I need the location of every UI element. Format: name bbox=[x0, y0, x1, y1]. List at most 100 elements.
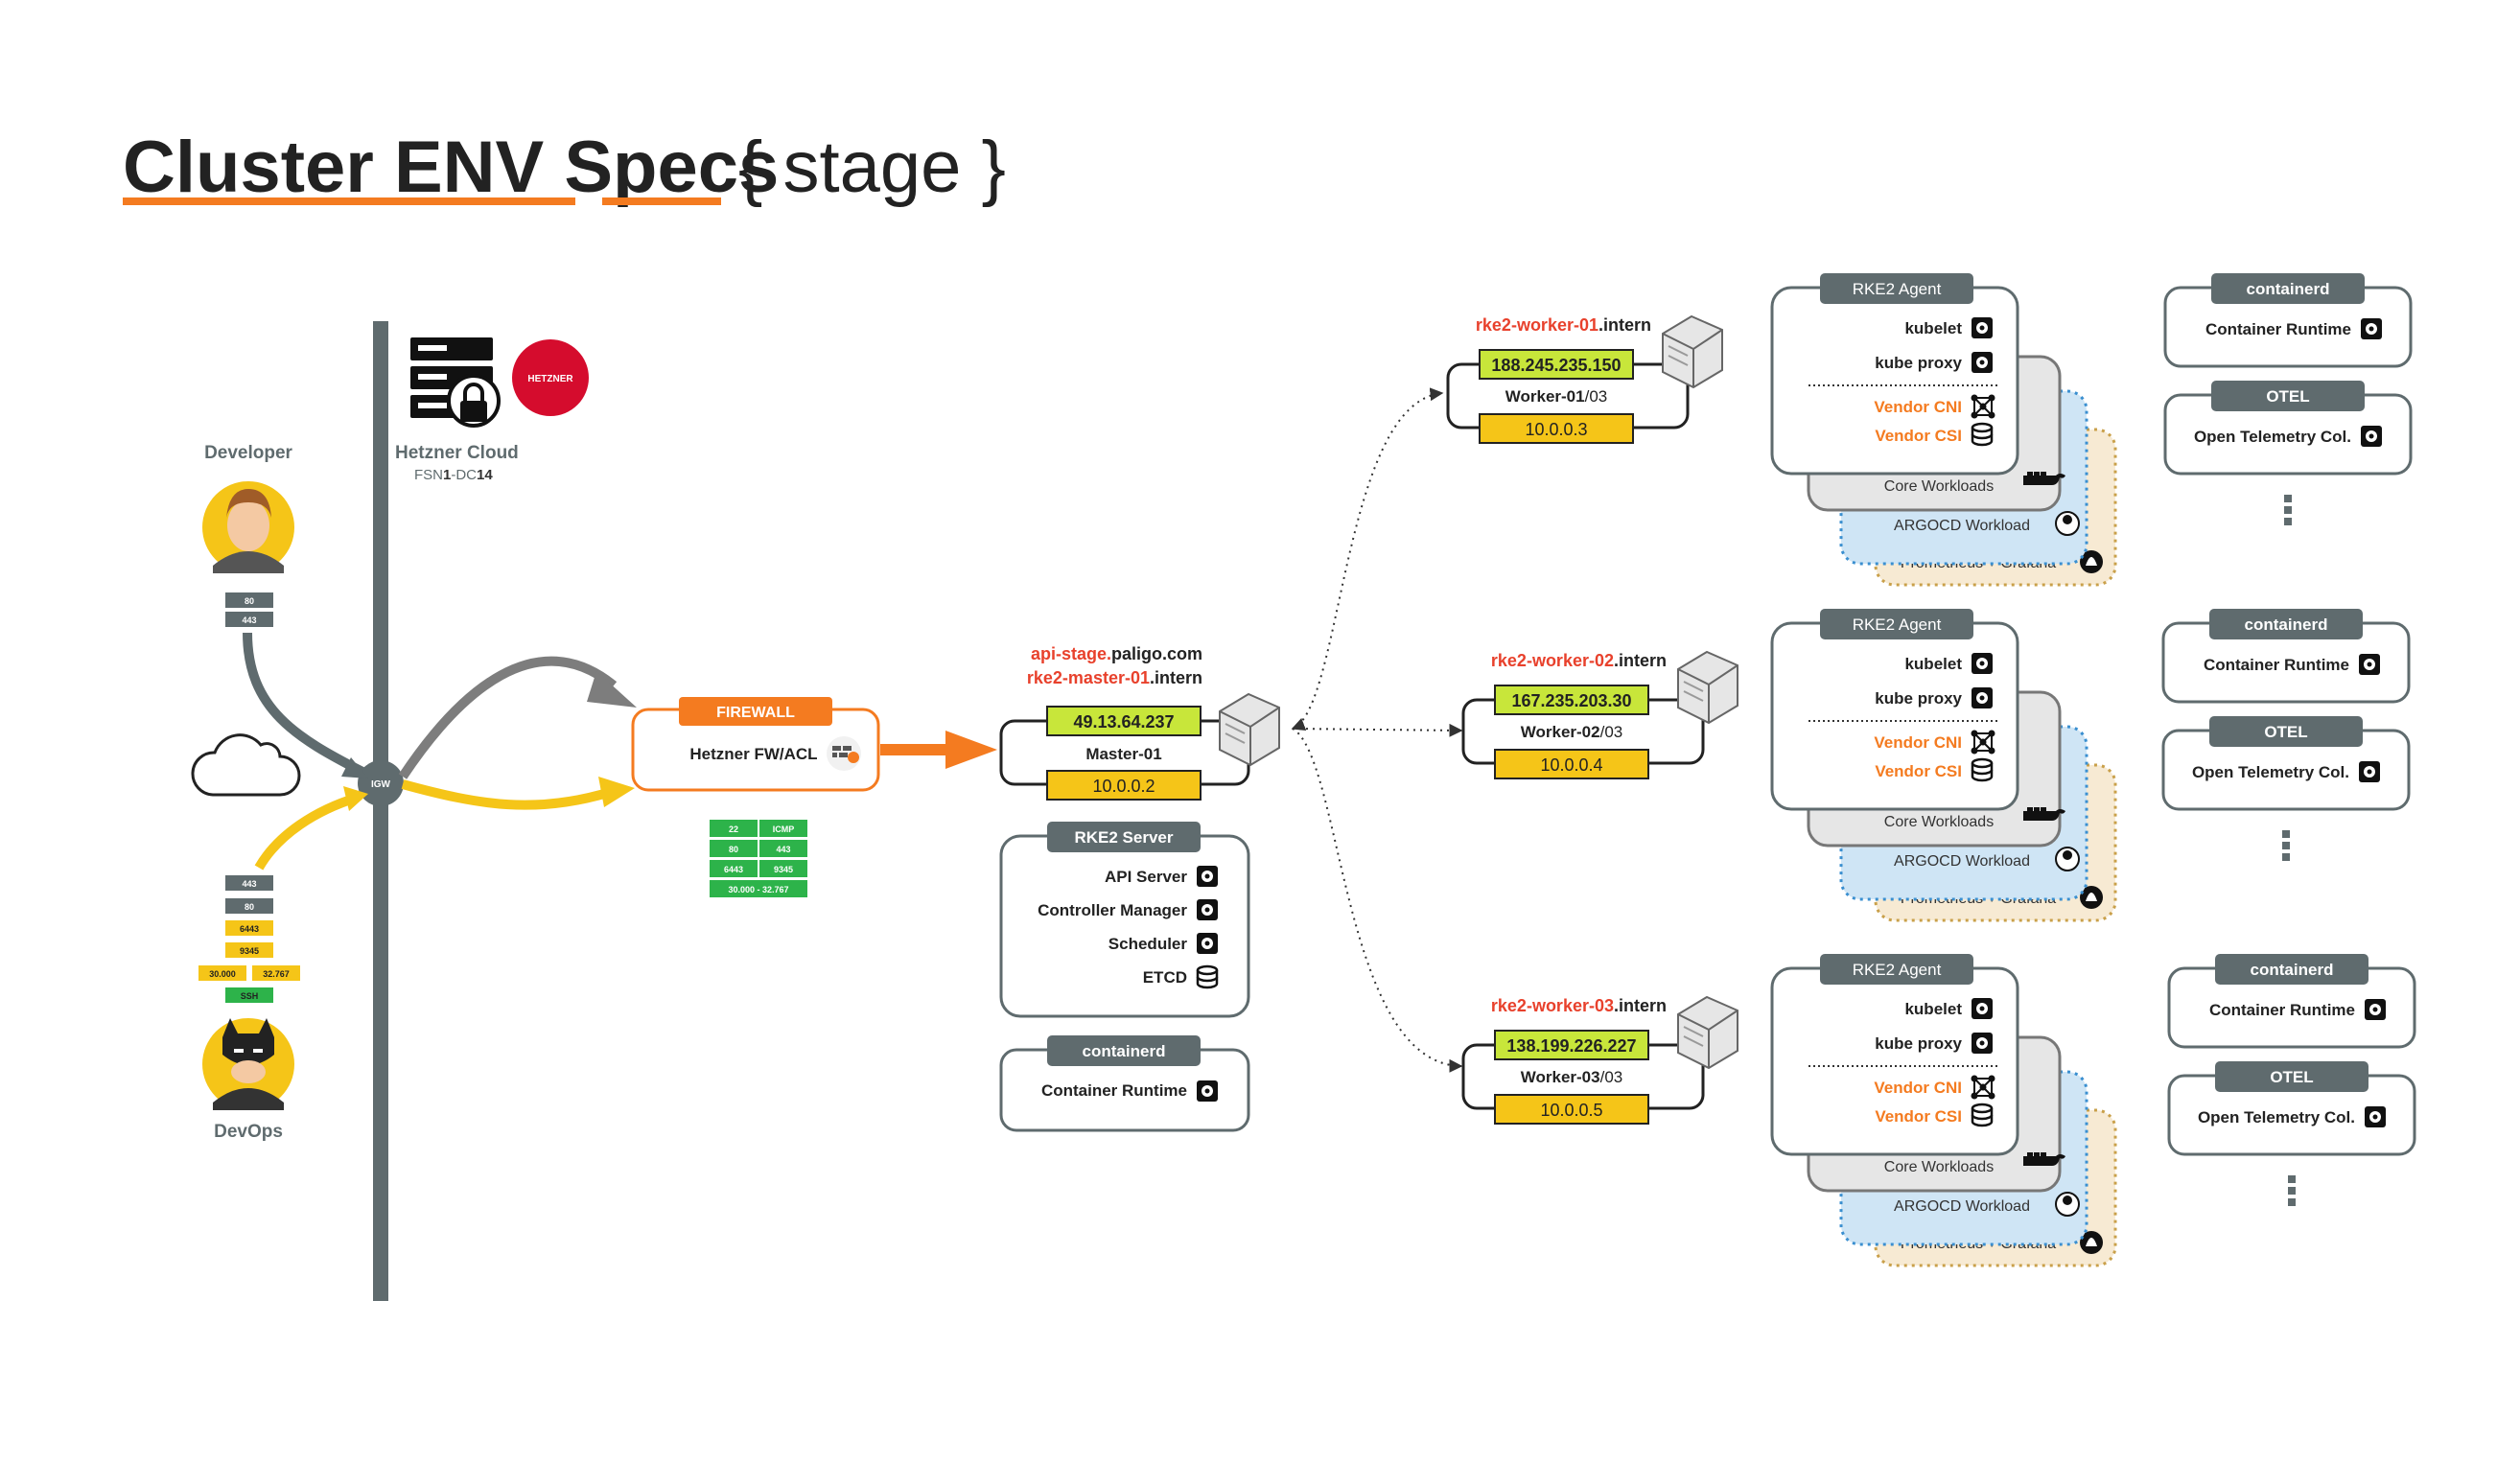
svg-text:6443: 6443 bbox=[240, 924, 259, 934]
svg-text:9345: 9345 bbox=[774, 865, 793, 874]
rke2-agent-header bbox=[1820, 954, 1973, 985]
svg-text:30.000: 30.000 bbox=[209, 969, 236, 979]
gear-icon bbox=[1972, 998, 1993, 1019]
devops-arrow bbox=[254, 793, 359, 871]
gear-icon bbox=[2359, 761, 2380, 782]
agent-item: kubelet bbox=[1904, 1000, 1962, 1018]
firewall-port-table: 22 ICMP 80 443 6443 9345 30.000 - 32.767 bbox=[710, 820, 807, 897]
csi-database-icon bbox=[1971, 1103, 1994, 1127]
svg-text:30.000 - 32.767: 30.000 - 32.767 bbox=[728, 885, 788, 894]
svg-text:ICMP: ICMP bbox=[773, 824, 795, 834]
worker-private-ip bbox=[1494, 749, 1649, 779]
containerd-item: Container Runtime bbox=[2204, 656, 2349, 674]
master-server-icon bbox=[1219, 692, 1280, 767]
worker-private-ip bbox=[1479, 413, 1634, 444]
master-container-runtime: Container Runtime bbox=[1041, 1081, 1187, 1100]
rke2-agent-header bbox=[1820, 273, 1973, 304]
igw-label: IGW bbox=[371, 779, 391, 790]
svg-text:22: 22 bbox=[729, 824, 738, 834]
agent-vendor-item: Vendor CNI bbox=[1874, 1079, 1962, 1097]
argocd-icon bbox=[2055, 1192, 2080, 1217]
svg-text:32.767: 32.767 bbox=[263, 969, 290, 979]
rke2-agent-header-text: RKE2 Agent bbox=[1853, 961, 1942, 979]
rke2-server-header bbox=[1047, 822, 1201, 852]
master-name: Master-01 bbox=[1085, 745, 1161, 763]
network-icon bbox=[1971, 1075, 1995, 1100]
otel-header bbox=[2215, 1061, 2368, 1092]
devops-label: DevOps bbox=[214, 1122, 283, 1142]
gear-icon bbox=[2365, 999, 2386, 1020]
firewall-label: Hetzner FW/ACL bbox=[689, 745, 817, 763]
firewall-to-master-arrow bbox=[880, 744, 947, 755]
gear-icon bbox=[1197, 933, 1218, 954]
argocd-workload-label: ARGOCD Workload bbox=[1894, 853, 2030, 870]
containerd-item: Container Runtime bbox=[2209, 1001, 2355, 1019]
worker-hostname: rke2-worker-03.intern bbox=[1491, 996, 1667, 1015]
hetzner-network-line bbox=[373, 321, 388, 1301]
more-dots-icon bbox=[2282, 830, 2290, 861]
more-dots-icon bbox=[2288, 1175, 2296, 1206]
developer-ports: 80 443 bbox=[225, 592, 273, 627]
agent-item: kube proxy bbox=[1875, 689, 1962, 708]
agent-item: kubelet bbox=[1904, 655, 1962, 673]
containerd-header-text: containerd bbox=[2247, 280, 2330, 298]
server-icon bbox=[1662, 314, 1723, 389]
rke2-server-item: ETCD bbox=[1143, 968, 1187, 987]
svg-text:80: 80 bbox=[729, 845, 738, 854]
worker-public-ip-text: 167.235.203.30 bbox=[1511, 691, 1631, 710]
gear-icon bbox=[2359, 654, 2380, 675]
prometheus-icon bbox=[2080, 886, 2103, 909]
worker-group: rke2-worker-03.intern138.199.226.227Work… bbox=[1461, 954, 2416, 1267]
svg-text:HETZNER: HETZNER bbox=[527, 374, 573, 384]
otel-item: Open Telemetry Col. bbox=[2194, 428, 2351, 446]
svg-text:6443: 6443 bbox=[724, 865, 743, 874]
docker-icon bbox=[2023, 472, 2065, 485]
otel-item: Open Telemetry Col. bbox=[2198, 1108, 2355, 1126]
svg-text:443: 443 bbox=[242, 879, 256, 889]
server-icon bbox=[1677, 995, 1738, 1070]
containerd-header bbox=[2215, 954, 2368, 985]
otel-header-text: OTEL bbox=[2266, 387, 2309, 406]
master-hostname: rke2-master-01.intern bbox=[1027, 668, 1202, 687]
master-worker-connectors bbox=[1291, 387, 1463, 1073]
agent-item: kubelet bbox=[1904, 319, 1962, 337]
master-dns: api-stage.paligo.com bbox=[1031, 644, 1202, 663]
worker-hostname: rke2-worker-01.intern bbox=[1476, 315, 1651, 335]
core-workloads-label: Core Workloads bbox=[1884, 478, 1994, 495]
title-sub: { stage } bbox=[738, 127, 1006, 208]
rke2-agent-header-text: RKE2 Agent bbox=[1853, 615, 1942, 634]
gear-icon bbox=[2361, 318, 2382, 339]
worker-private-ip bbox=[1494, 1094, 1649, 1125]
svg-text:49.13.64.237: 49.13.64.237 bbox=[1073, 712, 1174, 732]
worker-public-ip-text: 188.245.235.150 bbox=[1491, 356, 1621, 375]
hetzner-cloud-label: Hetzner Cloud bbox=[395, 443, 519, 463]
master-private-ip bbox=[1046, 770, 1202, 801]
worker-private-ip-text: 10.0.0.5 bbox=[1540, 1101, 1602, 1120]
svg-text:80: 80 bbox=[245, 902, 254, 912]
worker-name: Worker-02/03 bbox=[1521, 723, 1622, 741]
worker-group: rke2-worker-01.intern188.245.235.150Work… bbox=[1446, 273, 2413, 587]
devops-avatar-icon bbox=[202, 1018, 294, 1110]
rke2-agent-header-text: RKE2 Agent bbox=[1853, 280, 1942, 298]
agent-vendor-item: Vendor CNI bbox=[1874, 398, 1962, 416]
agent-vendor-item: Vendor CSI bbox=[1875, 762, 1962, 780]
worker-private-ip-text: 10.0.0.3 bbox=[1525, 420, 1587, 439]
containerd-header-text: containerd bbox=[2251, 961, 2334, 979]
argocd-icon bbox=[2055, 511, 2080, 536]
prometheus-icon bbox=[2080, 1231, 2103, 1254]
argocd-workload-label: ARGOCD Workload bbox=[1894, 518, 2030, 534]
csi-database-icon bbox=[1971, 422, 1994, 447]
otel-header-text: OTEL bbox=[2264, 723, 2307, 741]
worker-name: Worker-03/03 bbox=[1521, 1068, 1622, 1086]
rke2-server-box bbox=[999, 834, 1250, 1018]
network-icon bbox=[1971, 730, 1995, 755]
container-runtime-gear-icon bbox=[1197, 1080, 1218, 1102]
master-public-ip bbox=[1046, 706, 1202, 736]
rke2-server-item: API Server bbox=[1105, 868, 1187, 886]
igw-to-firewall-yellow-arrow bbox=[401, 779, 616, 810]
rke2-server-item: Controller Manager bbox=[1038, 901, 1187, 919]
